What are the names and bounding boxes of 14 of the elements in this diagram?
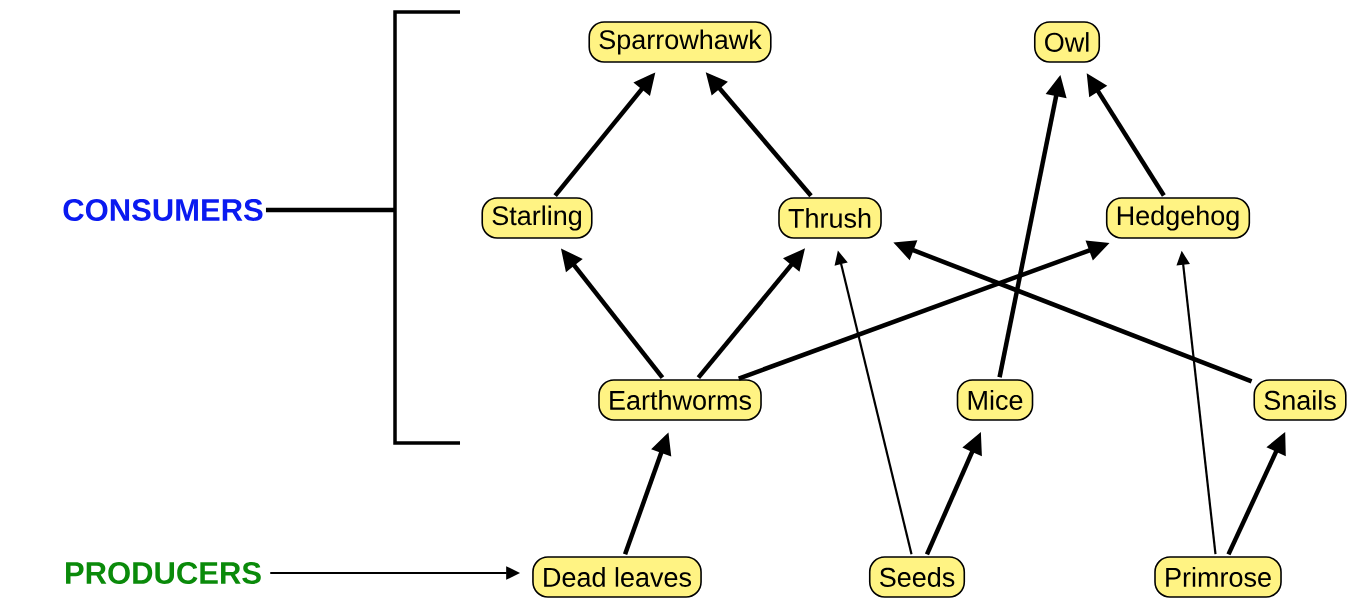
organism-box: Starling: [481, 197, 593, 239]
organism-box: Earthworms: [598, 379, 762, 421]
organism-box: Dead leaves: [532, 556, 702, 598]
bracket: [393, 10, 460, 445]
organism-box: Snails: [1253, 379, 1347, 421]
organism-box: Thrush: [778, 197, 882, 239]
organism-box: Hedgehog: [1105, 197, 1251, 239]
organism-box: Seeds: [868, 556, 966, 598]
group-label: CONSUMERS: [63, 199, 263, 221]
group-label: PRODUCERS: [66, 562, 261, 584]
organism-box: Sparrowhawk: [588, 21, 772, 63]
organism-box: Mice: [956, 379, 1034, 421]
organism-box: Owl: [1033, 21, 1101, 63]
organism-box: Primrose: [1154, 556, 1282, 598]
